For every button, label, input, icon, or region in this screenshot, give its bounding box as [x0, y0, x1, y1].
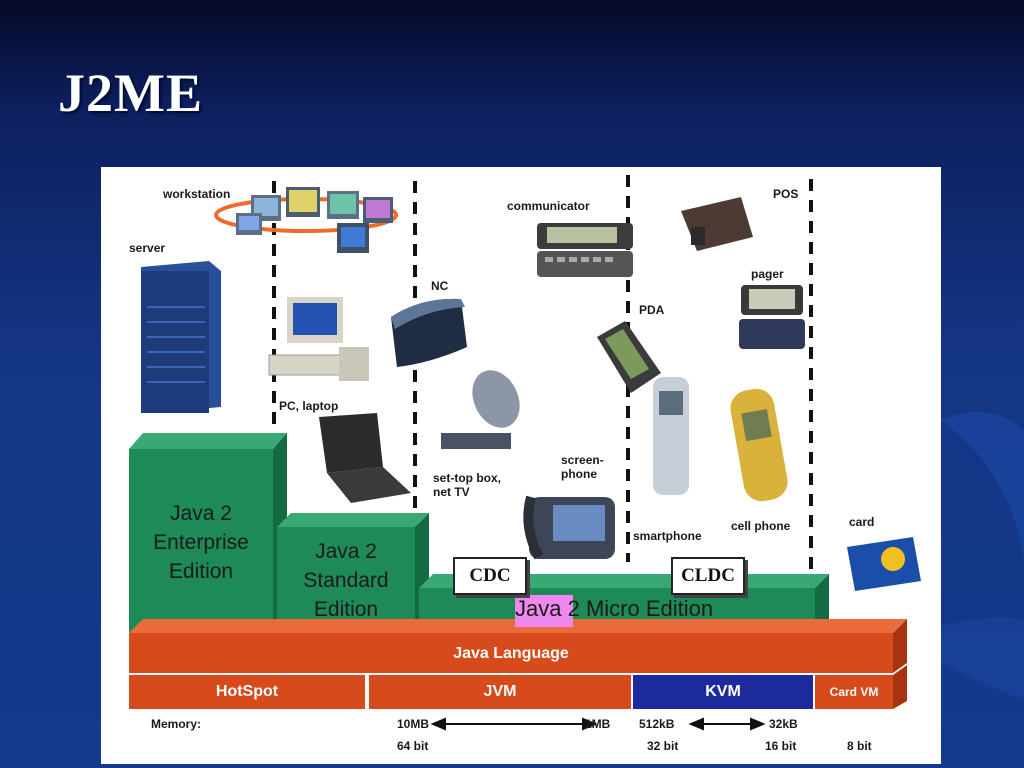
memory-32kb: 32kB — [769, 717, 798, 731]
bits-16: 16 bit — [765, 739, 797, 753]
memory-1mb: 1MB — [585, 717, 611, 731]
bits-32: 32 bit — [647, 739, 679, 753]
communicator-label: communicator — [507, 199, 590, 213]
java-highlight — [515, 595, 573, 627]
workstation-icon — [214, 187, 398, 253]
memory-10mb: 10MB — [397, 717, 430, 731]
pda-icon — [597, 321, 661, 393]
cell-phone-label: cell phone — [731, 519, 791, 533]
micro-edition-label: Java 2 Micro Edition — [515, 596, 713, 622]
figure-graphics — [129, 175, 921, 731]
micro-edition-rest: 2 Micro Edition — [561, 596, 714, 621]
pc-laptop-label: PC, laptop — [279, 399, 339, 413]
bits-8: 8 bit — [847, 739, 872, 753]
bits-64: 64 bit — [397, 739, 429, 753]
nc-label: NC — [431, 279, 449, 293]
communicator-icon — [537, 223, 633, 277]
card-label: card — [849, 515, 875, 529]
screenphone-icon — [523, 495, 615, 560]
server-label: server — [129, 241, 166, 255]
enterprise-block — [129, 433, 287, 633]
jvm-label: JVM — [483, 683, 517, 700]
j2me-architecture-figure: workstation server PC, laptop NC communi… — [101, 167, 941, 764]
enterprise-edition-label: Java 2 Enterprise Edition — [153, 502, 249, 583]
cdc-box: CDC — [453, 557, 527, 595]
smartphone-label: smartphone — [633, 529, 702, 543]
pda-label: PDA — [639, 303, 665, 317]
screenphone-label: screen- phone — [561, 453, 604, 481]
pager-icon — [739, 285, 805, 349]
pager-label: pager — [751, 267, 784, 281]
server-icon — [141, 261, 221, 413]
nc-icon — [391, 298, 467, 367]
java-language-label: Java Language — [453, 645, 569, 662]
pos-label: POS — [773, 187, 799, 201]
satellite-dish-icon — [441, 370, 520, 449]
card-icon — [847, 537, 921, 591]
pos-icon — [681, 197, 753, 251]
slide-title: J2ME — [58, 63, 203, 123]
memory-label: Memory: — [151, 717, 202, 731]
memory-512kb: 512kB — [639, 717, 675, 731]
hotspot-label: HotSpot — [215, 683, 279, 700]
workstation-label: workstation — [163, 187, 231, 201]
set-top-box-label: set-top box, net TV — [433, 471, 501, 499]
smartphone-icon — [653, 377, 689, 495]
laptop-icon — [319, 413, 411, 503]
kvm-label: KVM — [705, 683, 741, 700]
standard-edition-label: Java 2 Standard Edition — [303, 540, 389, 621]
pc-icon — [268, 297, 369, 381]
cell-phone-icon — [730, 388, 788, 502]
vm-layer — [129, 665, 907, 709]
card-vm-label: Card VM — [829, 685, 879, 699]
memory-arrows — [430, 717, 766, 731]
micro-edition-java: Java — [515, 596, 562, 621]
cldc-box: CLDC — [671, 557, 745, 595]
